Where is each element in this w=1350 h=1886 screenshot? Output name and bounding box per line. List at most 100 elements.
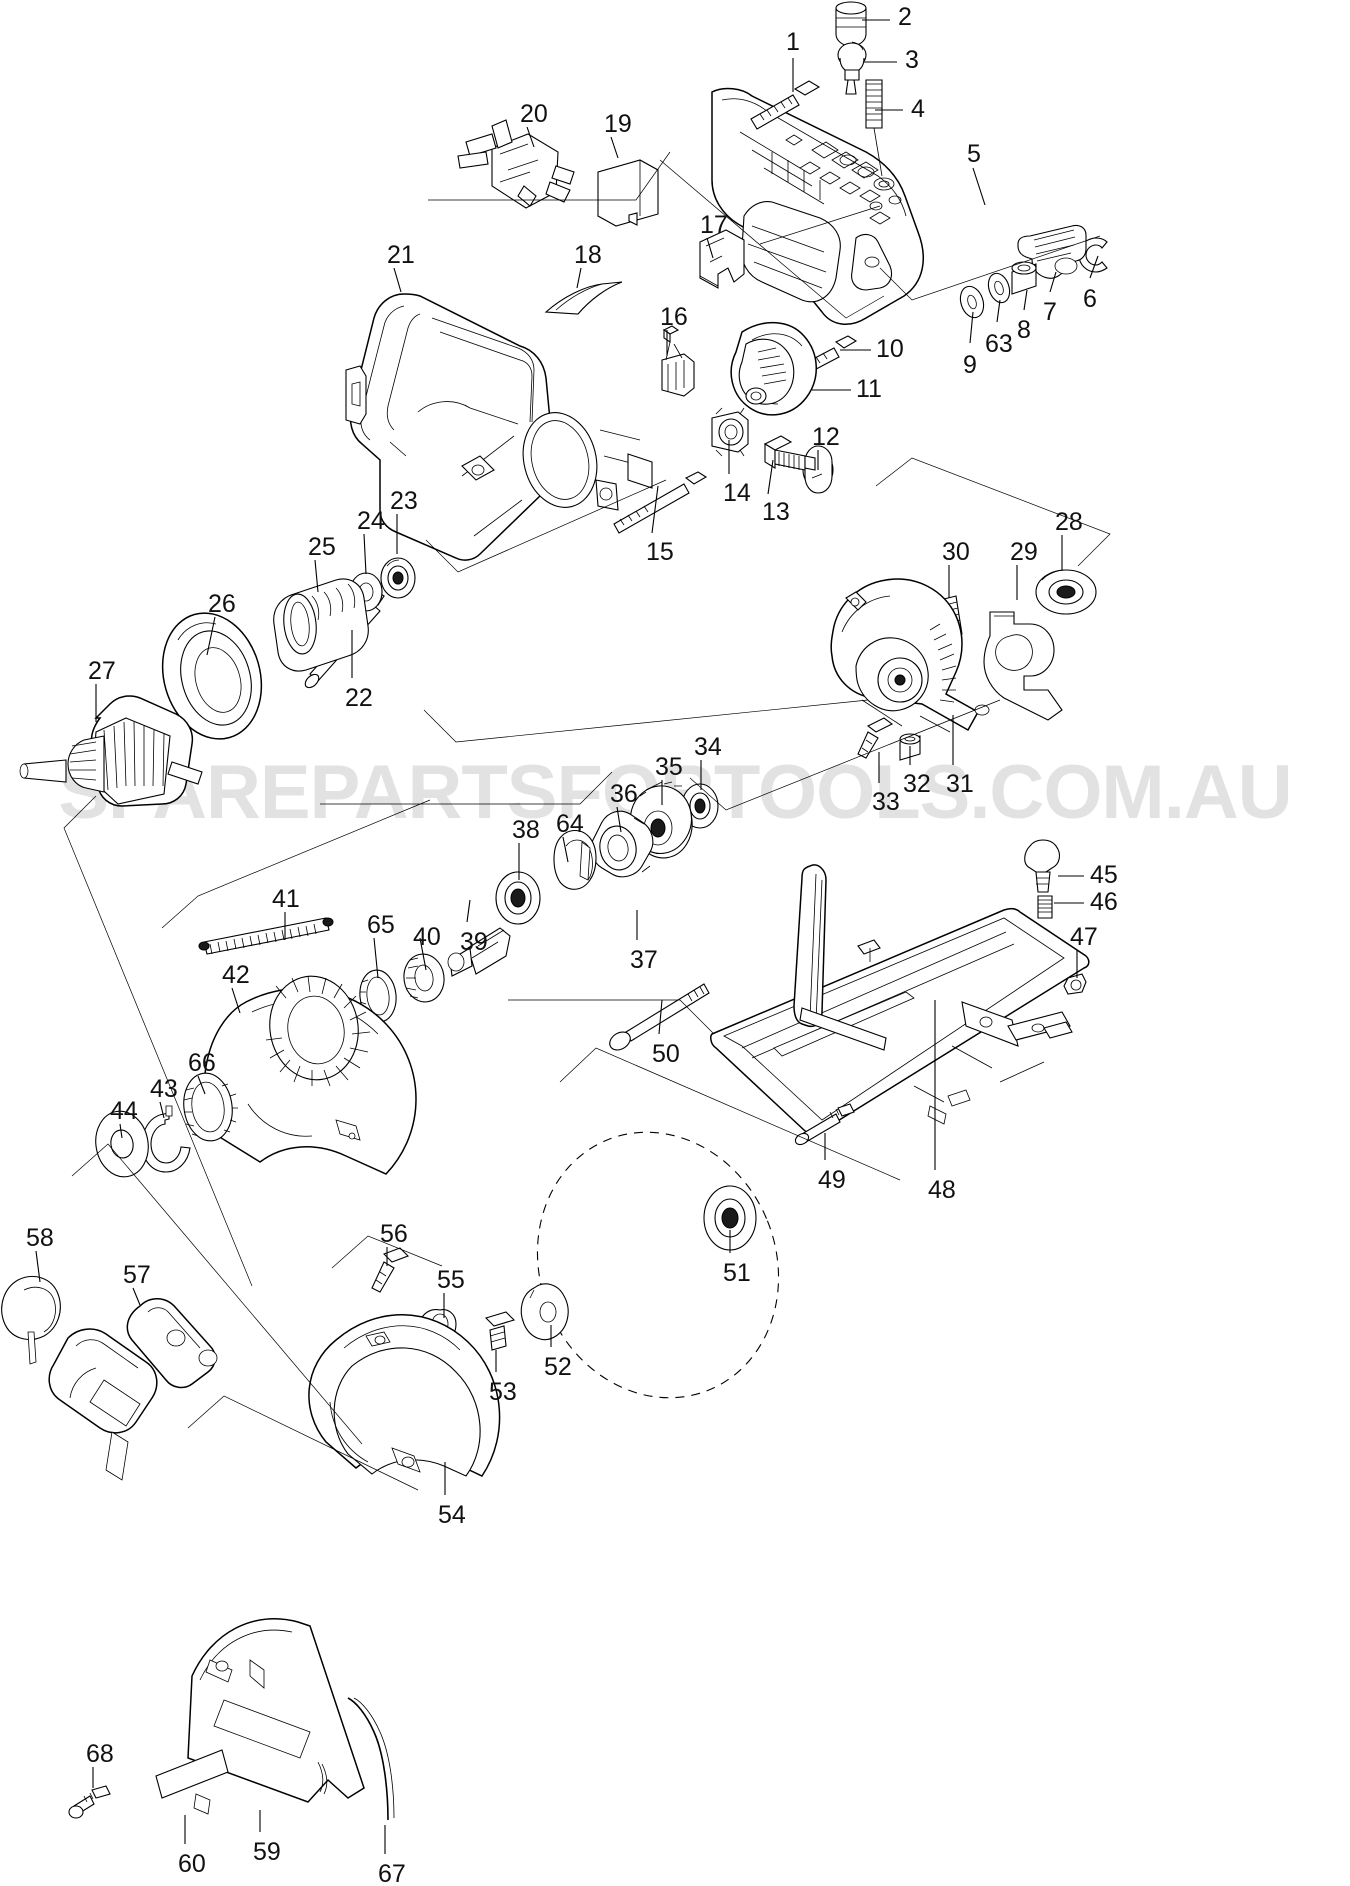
callout-number-29: 29 (1010, 538, 1038, 566)
part-45-wing-bolt (1024, 839, 1061, 893)
callout-number-17: 17 (700, 211, 728, 239)
callout-number-2: 2 (898, 3, 912, 31)
callout-number-53: 53 (489, 1378, 517, 1406)
callout-number-9: 9 (963, 351, 977, 379)
callout-number-24: 24 (357, 507, 385, 535)
part-48-base-plate (710, 864, 1090, 1135)
part-26-fan (161, 612, 263, 740)
callout-number-52: 52 (544, 1353, 572, 1381)
part-8-bushing (1011, 261, 1037, 295)
callout-number-54: 54 (438, 1501, 466, 1529)
callout-number-23: 23 (390, 487, 418, 515)
callout-number-11: 11 (856, 375, 882, 403)
part-57-handle-bracket (48, 1298, 218, 1481)
callout-number-67: 67 (378, 1860, 406, 1886)
part-31-gear-case (830, 578, 990, 733)
part-54-lower-guard (308, 1314, 501, 1477)
leader-line-17 (706, 237, 714, 259)
callout-number-35: 35 (655, 753, 683, 781)
leader-line-24 (363, 533, 367, 575)
callout-number-32: 32 (903, 770, 931, 798)
part-39-spindle (447, 927, 511, 977)
leader-line-13 (767, 459, 774, 495)
part-20-switch (457, 119, 575, 209)
leader-line-9 (969, 311, 974, 344)
callout-number-65: 65 (367, 911, 395, 939)
part-15-long-screw (613, 471, 708, 534)
leader-line-26 (206, 616, 216, 656)
leader-line-39 (466, 899, 471, 923)
callout-number-41: 41 (272, 885, 300, 913)
part-18-insulation-plate (544, 281, 623, 315)
part-42-blade-guard (203, 975, 417, 1175)
part-3-brush-holder (837, 41, 867, 95)
part-handle-housing-group (711, 87, 925, 325)
part-52-flange (520, 1283, 569, 1341)
leader-line-42 (231, 987, 241, 1014)
leader-line-21 (393, 267, 402, 293)
callout-number-26: 26 (208, 590, 236, 618)
callout-number-4: 4 (911, 95, 925, 123)
part-14-brush-holder (711, 407, 749, 457)
part-56-screw (371, 1247, 409, 1293)
callout-number-6: 6 (1083, 285, 1097, 313)
callout-number-60: 60 (178, 1850, 206, 1878)
callout-number-63: 63 (985, 330, 1013, 358)
leader-line-57 (132, 1287, 141, 1306)
callout-number-8: 8 (1017, 316, 1031, 344)
part-50-long-bolt (609, 983, 710, 1051)
callout-number-49: 49 (818, 1166, 846, 1194)
callout-number-27: 27 (88, 657, 116, 685)
callout-number-21: 21 (387, 241, 415, 269)
part-4-spring (865, 79, 883, 177)
callout-number-66: 66 (188, 1049, 216, 1077)
part-17-bracket (699, 229, 745, 289)
leader-line-18 (576, 267, 582, 289)
part-47-nut (1063, 973, 1087, 995)
callout-number-43: 43 (150, 1075, 178, 1103)
callout-number-36: 36 (610, 780, 638, 808)
callout-number-59: 59 (253, 1838, 281, 1866)
callout-number-55: 55 (437, 1266, 465, 1294)
leader-line-65 (373, 937, 379, 979)
callout-number-44: 44 (110, 1097, 138, 1125)
callout-number-68: 68 (86, 1740, 114, 1768)
leader-line-40 (419, 937, 427, 971)
callout-number-42: 42 (222, 961, 250, 989)
callout-number-57: 57 (123, 1261, 151, 1289)
part-16-terminal (661, 325, 695, 397)
part-64-cup-washer (553, 829, 597, 890)
callout-number-15: 15 (646, 538, 674, 566)
callout-number-45: 45 (1090, 861, 1118, 889)
leader-line-5 (972, 167, 986, 206)
part-1-screw (750, 80, 821, 130)
part-68-screw (68, 1785, 111, 1819)
leader-line-19 (610, 136, 619, 159)
assembly-grouping-lines (63, 151, 1111, 1491)
leader-line-15 (651, 485, 659, 534)
leader-line-6 (1089, 255, 1099, 279)
leader-line-66 (197, 1075, 206, 1095)
leader-line-20 (526, 126, 535, 148)
callout-number-58: 58 (26, 1224, 54, 1252)
part-29-lock-plate (983, 611, 1063, 721)
part-36-collar (590, 810, 654, 878)
part-28-bearing (1035, 569, 1097, 615)
callout-number-5: 5 (967, 140, 981, 168)
saw-blade-outline (536, 1131, 780, 1399)
part-21-motor-housing (345, 293, 653, 561)
part-63-washer (987, 272, 1011, 304)
callout-number-30: 30 (942, 538, 970, 566)
callout-number-20: 20 (520, 100, 548, 128)
callout-number-37: 37 (630, 946, 658, 974)
part-41-spring (198, 917, 334, 955)
callout-number-40: 40 (413, 923, 441, 951)
part-11-gear-housing (730, 321, 817, 416)
leader-line-64 (562, 836, 569, 863)
part-66-lock-ring (183, 1072, 238, 1142)
part-44-washer (95, 1110, 149, 1178)
part-40-ring-gear (403, 953, 445, 1003)
part-43-retaining-clip (141, 1105, 191, 1173)
leader-line-25 (314, 559, 319, 593)
